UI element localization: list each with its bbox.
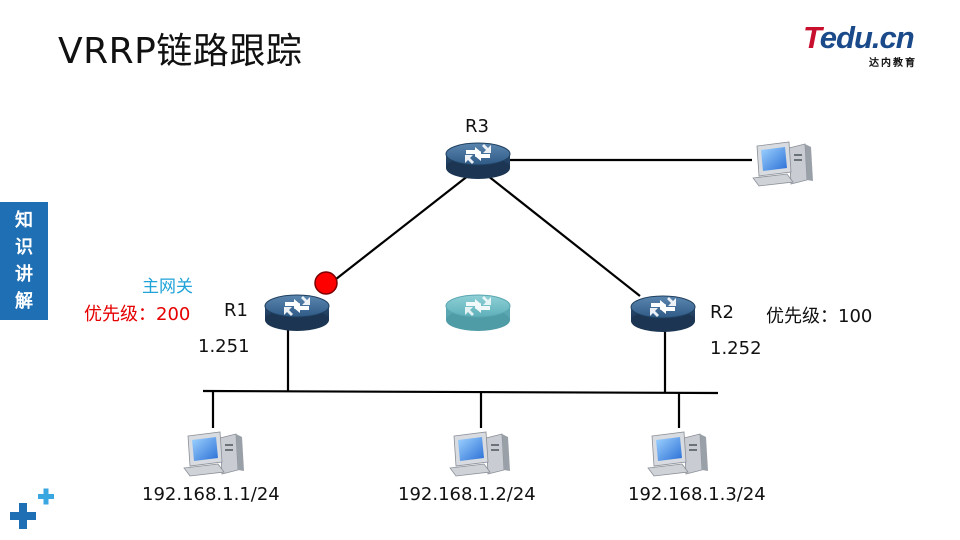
pc-icon-3 bbox=[647, 431, 709, 477]
virtual-router-icon bbox=[446, 295, 510, 331]
pc-icon-r3 bbox=[752, 141, 814, 187]
tedu-logo: Tedu.cn 达内教育 bbox=[803, 20, 943, 70]
plus-decoration-icon bbox=[10, 488, 54, 529]
r2-ip-label: 1.252 bbox=[710, 338, 762, 359]
link-r3-r1 bbox=[321, 167, 479, 291]
router-label-r2: R2 bbox=[710, 302, 734, 323]
section-tab-char: 知 bbox=[15, 210, 33, 231]
logo-wordmark: Tedu.cn bbox=[803, 20, 915, 55]
section-tab-char: 讲 bbox=[15, 264, 33, 285]
page-title: VRRP链路跟踪 bbox=[58, 31, 303, 72]
section-tab: 知 识 讲 解 bbox=[0, 202, 48, 320]
router-icon-r2 bbox=[631, 296, 695, 332]
pc-icon-2 bbox=[449, 431, 511, 477]
host-ip-label-3: 192.168.1.3/24 bbox=[628, 484, 766, 505]
router-label-r1: R1 bbox=[224, 300, 248, 321]
lan-bus bbox=[202, 389, 719, 395]
r1-ip-label: 1.251 bbox=[198, 336, 250, 357]
link-r3-r2 bbox=[477, 167, 641, 297]
router-label-r3: R3 bbox=[465, 116, 489, 137]
pc-icon-1 bbox=[183, 431, 245, 477]
r1-priority-label: 优先级：200 bbox=[84, 304, 191, 325]
router-icon-r3 bbox=[446, 143, 510, 179]
section-tab-char: 识 bbox=[15, 237, 33, 258]
host-ip-label-2: 192.168.1.2/24 bbox=[398, 484, 536, 505]
r2-priority-label: 优先级：100 bbox=[766, 306, 873, 327]
master-gateway-label: 主网关 bbox=[142, 277, 193, 297]
router-icon-r1 bbox=[265, 295, 329, 331]
section-tab-char: 解 bbox=[15, 291, 33, 312]
track-point-icon bbox=[314, 271, 338, 295]
logo-subtitle: 达内教育 bbox=[869, 58, 917, 69]
host-ip-label-1: 192.168.1.1/24 bbox=[142, 484, 280, 505]
